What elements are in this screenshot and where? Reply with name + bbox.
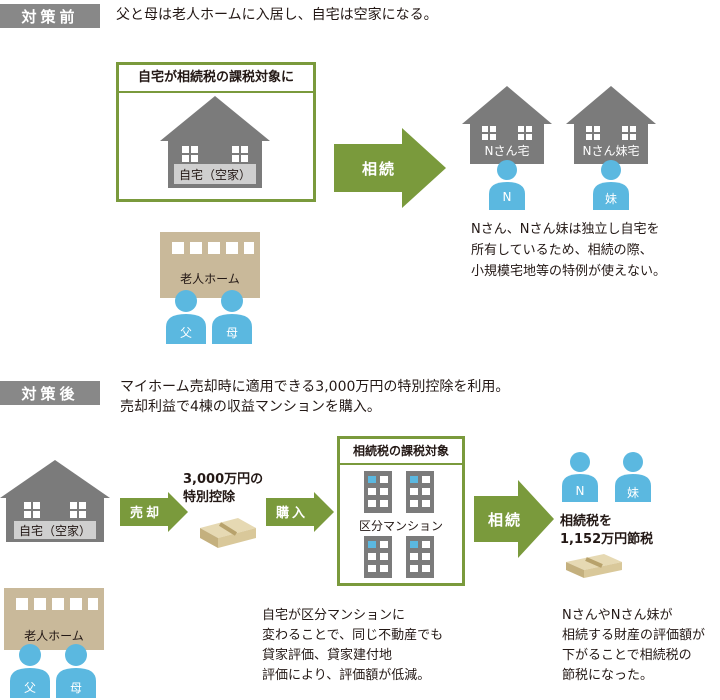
- before-arrow-label: 相続: [361, 160, 396, 178]
- condo-note-line-1: 自宅が区分マンションに: [262, 608, 406, 623]
- before-nursing-home-label: 老人ホーム: [180, 272, 240, 286]
- n-house-label: Nさん宅: [484, 144, 530, 158]
- before-description: 父と母は老人ホームに入居し、自宅は空家になる。: [116, 7, 438, 23]
- before-mother-label: 母: [225, 326, 238, 340]
- deduction-line-1: 3,000万円の: [183, 472, 264, 487]
- condo-note-line-2: 変わることで、同じ不動産でも: [262, 628, 444, 643]
- before-father-icon: [166, 290, 206, 344]
- after-sister-person-icon: [615, 452, 651, 502]
- heir-note-line-1: NさんやNさん妹が: [562, 608, 673, 623]
- after-nursing-home-label: 老人ホーム: [24, 629, 84, 643]
- before-note-line-2: 所有しているため、相続の際、: [471, 243, 653, 258]
- sister-person-label: 妹: [604, 192, 617, 206]
- heir-note-line-4: 節税になった。: [562, 668, 654, 683]
- after-description-line-1: マイホーム売却時に適用できる3,000万円の特別控除を利用。: [120, 379, 510, 395]
- after-father-icon: [10, 644, 50, 698]
- after-mother-icon: [56, 644, 96, 698]
- after-box-title: 相続税の課税対象: [340, 439, 462, 465]
- condo-icon-2: [406, 471, 434, 513]
- condo-icon-4: [406, 536, 434, 578]
- n-person-label: N: [502, 190, 512, 204]
- condo-icon-1: [364, 471, 392, 513]
- savings-line-1: 相続税を: [560, 514, 613, 529]
- heir-note-line-2: 相続する財産の評価額が: [562, 628, 706, 643]
- sister-house-icon: [566, 86, 656, 164]
- before-house-icon: [160, 96, 270, 188]
- after-inherit-arrow: [474, 480, 554, 558]
- after-taxable-box: 相続税の課税対象: [337, 436, 465, 586]
- buy-arrow-label: 購入: [275, 506, 308, 521]
- after-house-icon: [0, 460, 110, 542]
- before-nursing-home-icon: [160, 232, 260, 298]
- after-sister-person-label: 妹: [626, 486, 639, 500]
- after-tag: 対策後: [0, 381, 100, 405]
- deduction-money-icon: [200, 518, 256, 548]
- before-inherit-arrow: [334, 128, 446, 208]
- condo-note-line-3: 貸家評価、貸家建付地: [262, 648, 393, 663]
- after-mother-label: 母: [69, 681, 82, 695]
- after-n-person-icon: [562, 452, 598, 502]
- sister-house-label: Nさん妹宅: [582, 144, 640, 158]
- condo-label: 区分マンション: [340, 517, 462, 534]
- after-house-label: 自宅（空家）: [18, 524, 91, 538]
- before-note-line-1: Nさん、Nさん妹は独立し自宅を: [471, 222, 660, 237]
- before-note-line-3: 小規模宅地等の特例が使えない。: [471, 264, 667, 279]
- buy-arrow: [266, 492, 334, 532]
- sell-arrow-label: 売却: [129, 506, 162, 521]
- after-n-person-label: N: [575, 484, 585, 498]
- after-arrow-label: 相続: [487, 511, 522, 529]
- n-house-icon: [462, 86, 552, 164]
- condo-note-line-4: 評価により、評価額が低減。: [262, 668, 431, 683]
- before-tag: 対策前: [0, 4, 100, 28]
- deduction-line-2: 特別控除: [183, 490, 236, 505]
- after-nursing-home-icon: [4, 588, 104, 650]
- before-father-label: 父: [179, 326, 192, 340]
- n-person-icon: [489, 160, 525, 210]
- after-father-label: 父: [23, 681, 36, 695]
- before-box-title: 自宅が相続税の課税対象に: [119, 65, 313, 93]
- sell-arrow: [120, 492, 188, 532]
- savings-money-icon: [566, 554, 622, 578]
- sister-person-icon: [593, 160, 629, 210]
- before-house-label: 自宅（空家）: [178, 168, 251, 182]
- after-description-line-2: 売却利益で4棟の収益マンションを購入。: [120, 399, 381, 415]
- condo-icon-3: [364, 536, 392, 578]
- before-mother-icon: [212, 290, 252, 344]
- heir-note-line-3: 下がることで相続税の: [562, 648, 692, 663]
- savings-line-2: 1,152万円節税: [560, 532, 654, 547]
